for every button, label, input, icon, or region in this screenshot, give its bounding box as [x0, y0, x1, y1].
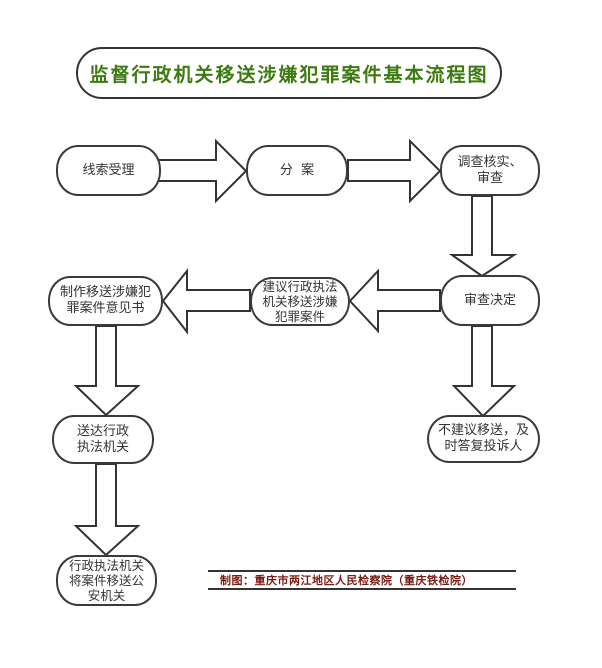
node-suggest-transfer: 建议行政执法 机关移送涉嫌 犯罪案件 — [250, 277, 350, 326]
node-label-line: 调查核实、 — [457, 154, 523, 170]
node-label-line: 建议行政执法 — [262, 279, 338, 294]
page-title: 监督行政机关移送涉嫌犯罪案件基本流程图 — [76, 47, 502, 99]
node-label-line: 机关移送涉嫌 — [262, 294, 338, 309]
node-label-line: 将案件移送公 — [68, 573, 144, 588]
arrow-draft-to-deliver — [73, 325, 141, 417]
node-draft-opinion: 制作移送涉嫌犯 罪案件意见书 — [48, 276, 163, 326]
arrow-review-to-no-transfer — [451, 325, 517, 418]
node-no-transfer: 不建议移送，及 时答复投诉人 — [427, 415, 540, 463]
node-deliver-agency: 送达行政 执法机关 — [52, 415, 154, 464]
arrow-clue-to-assignment — [155, 138, 248, 204]
arrow-investigation-to-review — [448, 195, 518, 278]
node-clue-intake: 线索受理 — [56, 145, 161, 196]
node-label-line: 送达行政 — [76, 423, 129, 439]
node-label-line: 审查 — [476, 170, 503, 186]
node-agency-transfers: 行政执法机关 将案件移送公 安机关 — [56, 555, 157, 606]
node-label: 线索受理 — [82, 162, 135, 178]
arrow-review-to-suggest — [348, 268, 441, 334]
node-label-line: 犯罪案件 — [274, 309, 325, 324]
credit-line: 制图：重庆市两江地区人民检察院（重庆铁检院） — [208, 570, 516, 590]
arrow-assignment-to-investigation — [347, 138, 442, 204]
node-label-line: 罪案件意见书 — [66, 301, 145, 316]
node-case-assignment: 分 案 — [246, 145, 348, 196]
node-label: 审查决定 — [463, 292, 516, 308]
node-label-line: 制作移送涉嫌犯 — [59, 285, 151, 300]
node-review-decision: 审查决定 — [440, 275, 540, 326]
node-label-line: 安机关 — [87, 588, 126, 603]
node-label-line: 行政执法机关 — [68, 558, 144, 573]
arrow-deliver-to-agency — [73, 463, 141, 557]
node-label-line: 执法机关 — [76, 439, 129, 455]
node-investigation: 调查核实、 审查 — [440, 145, 540, 196]
arrow-suggest-to-draft — [161, 268, 251, 335]
node-label: 分 案 — [279, 162, 315, 178]
node-label-line: 时答复投诉人 — [444, 439, 523, 454]
node-label-line: 不建议移送，及 — [437, 423, 529, 438]
